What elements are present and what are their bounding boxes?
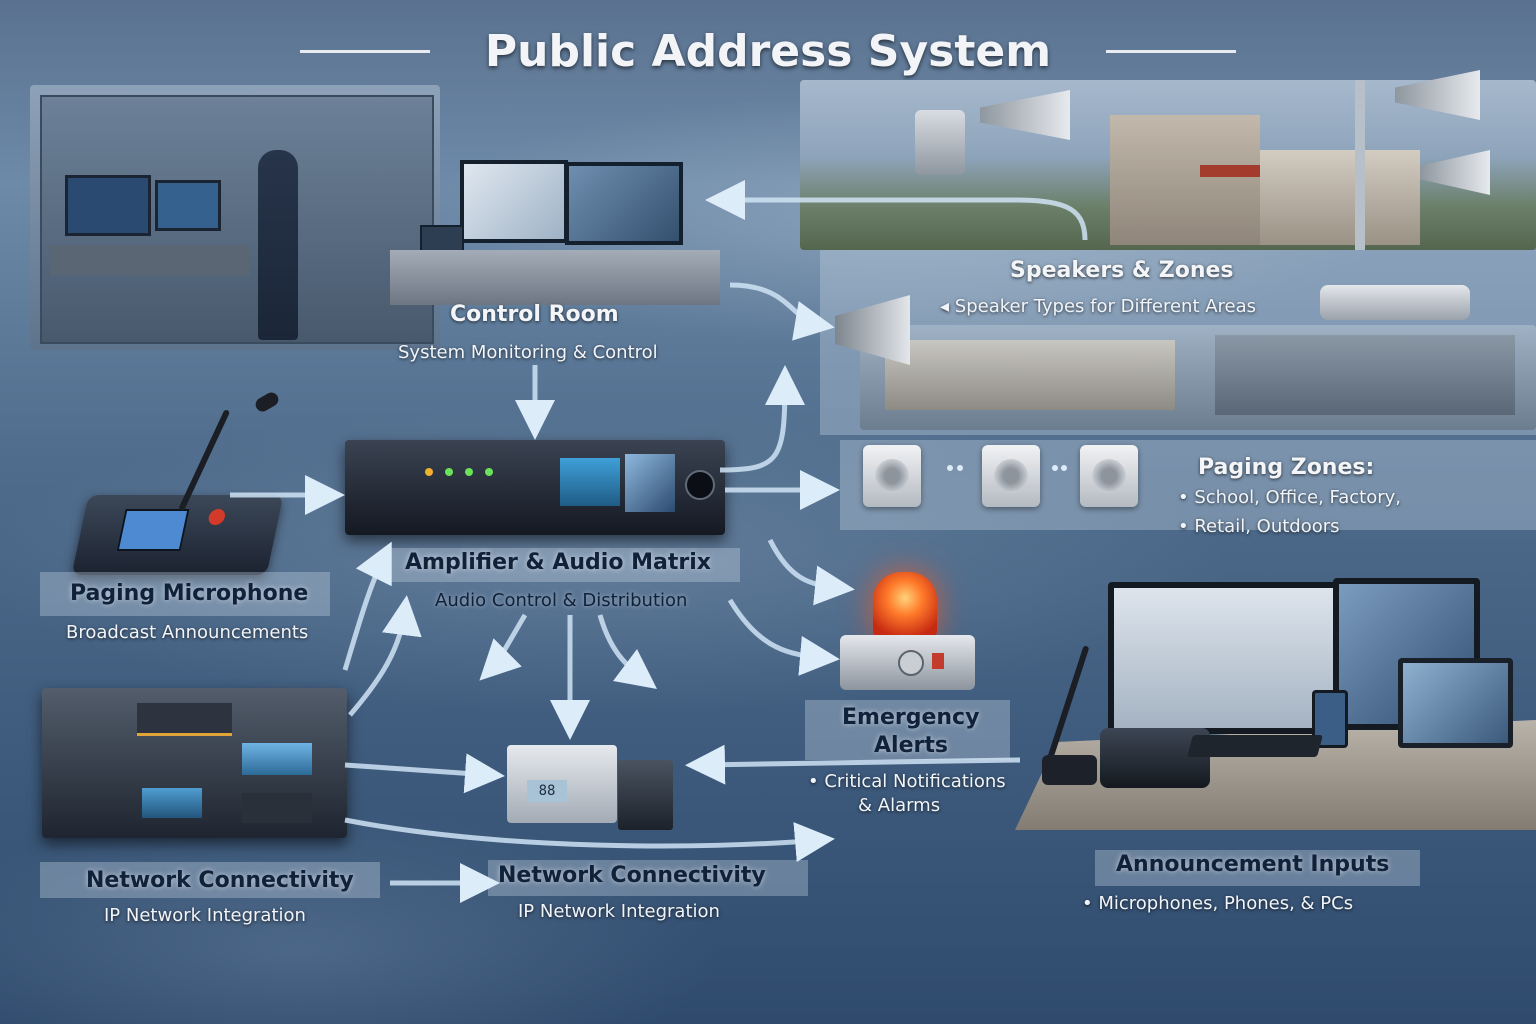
- desk-mic-base-icon: [1042, 755, 1097, 785]
- network-center-subtitle: IP Network Integration: [518, 901, 720, 922]
- building-awning: [1200, 165, 1260, 177]
- announcement-band: [1095, 850, 1420, 886]
- arrow-glyph: ◂: [940, 296, 955, 317]
- desk-surface: [390, 250, 720, 305]
- title-rule-right: [1106, 50, 1236, 53]
- control-desk-illustration: [385, 150, 725, 310]
- network-center-title: Network Connectivity: [498, 863, 766, 888]
- cctv-style-speaker-icon: [1320, 285, 1470, 320]
- emergency-band: [805, 700, 1010, 760]
- emergency-title-line2: Alerts: [874, 733, 948, 758]
- network-left-band: [40, 862, 380, 898]
- horn-speaker-icon: [915, 110, 965, 175]
- arrow-amp-loop-to-speakers: [719, 365, 805, 473]
- network-left-subtitle: IP Network Integration: [104, 905, 306, 926]
- control-room-subtitle: System Monitoring & Control: [398, 342, 658, 363]
- arrow-rack-to-server: [344, 753, 505, 794]
- wall-speaker-icon: [1080, 445, 1138, 507]
- central-server-icon: 88: [507, 745, 617, 823]
- building: [1110, 115, 1260, 245]
- paging-microphone-band: [40, 572, 330, 616]
- building: [1260, 150, 1420, 245]
- arrow-workstation-to-server: [685, 744, 1021, 785]
- speakers-zones-subtitle: ◂ Speaker Types for Different Areas: [940, 296, 1256, 317]
- operator-figure: [258, 150, 298, 340]
- server-display: 88: [527, 780, 567, 802]
- pole: [1355, 80, 1365, 250]
- arrow-rack-to-amp: [348, 595, 422, 717]
- network-rack-icon: [42, 688, 347, 838]
- wall-monitor-icon: [155, 180, 221, 231]
- wall-monitor-icon: [65, 175, 151, 236]
- paging-microphone-title: Paging Microphone: [70, 581, 309, 606]
- amplifier-unit-icon: [345, 440, 725, 535]
- paging-zones-item-2: Retail, Outdoors: [1178, 516, 1339, 537]
- zone-scene-illustration: [860, 325, 1536, 430]
- control-room-title: Control Room: [450, 302, 619, 327]
- monitor-icon: [460, 160, 568, 243]
- paging-microphone-subtitle: Broadcast Announcements: [66, 622, 309, 643]
- announcement-title: Announcement Inputs: [1116, 852, 1390, 877]
- title-rule-left: [300, 50, 430, 53]
- amplifier-title: Amplifier & Audio Matrix: [405, 550, 711, 575]
- alarm-base-icon: [840, 635, 975, 690]
- speakers-zones-title: Speakers & Zones: [1010, 258, 1234, 283]
- alarm-beacon-icon: [873, 572, 937, 637]
- diagram-title: Public Address System: [484, 26, 1052, 77]
- arrow-desk-to-speakers: [729, 282, 835, 341]
- arrow-amp-to-emergency: [767, 538, 855, 606]
- emergency-item-2: & Alarms: [858, 795, 941, 816]
- laptop-icon: [1398, 658, 1513, 748]
- arrow-rack-to-mic-path: [342, 541, 392, 671]
- arrow-rack-to-emergency: [344, 817, 835, 863]
- switch-tower-icon: [618, 760, 673, 830]
- arrow-amp-to-alarm-base: [727, 598, 840, 676]
- paging-zones-title: Paging Zones:: [1198, 455, 1375, 480]
- announcement-item-1: Microphones, Phones, & PCs: [1082, 893, 1353, 914]
- emergency-item-1: Critical Notifications: [808, 771, 1005, 792]
- control-room-illustration: [30, 85, 440, 350]
- tablet-icon: [1312, 690, 1348, 748]
- wall-speaker-icon: [863, 445, 921, 507]
- paging-zones-band: [840, 440, 1536, 530]
- network-center-band: [488, 860, 808, 896]
- amplifier-band: [390, 548, 740, 582]
- wall-speaker-icon: [982, 445, 1040, 507]
- emergency-title-line1: Emergency: [842, 705, 980, 730]
- arrow-campus-to-control: [705, 180, 1088, 241]
- speakers-zones-subtitle-text: Speaker Types for Different Areas: [954, 296, 1257, 317]
- network-left-title: Network Connectivity: [86, 868, 354, 893]
- paging-zones-item-1: School, Office, Factory,: [1178, 487, 1401, 508]
- monitor-icon: [565, 162, 683, 245]
- arrow-amp-down-right: [597, 614, 657, 690]
- desk: [50, 245, 250, 275]
- arrow-amp-down-left: [479, 613, 528, 681]
- amplifier-subtitle: Audio Control & Distribution: [435, 590, 688, 611]
